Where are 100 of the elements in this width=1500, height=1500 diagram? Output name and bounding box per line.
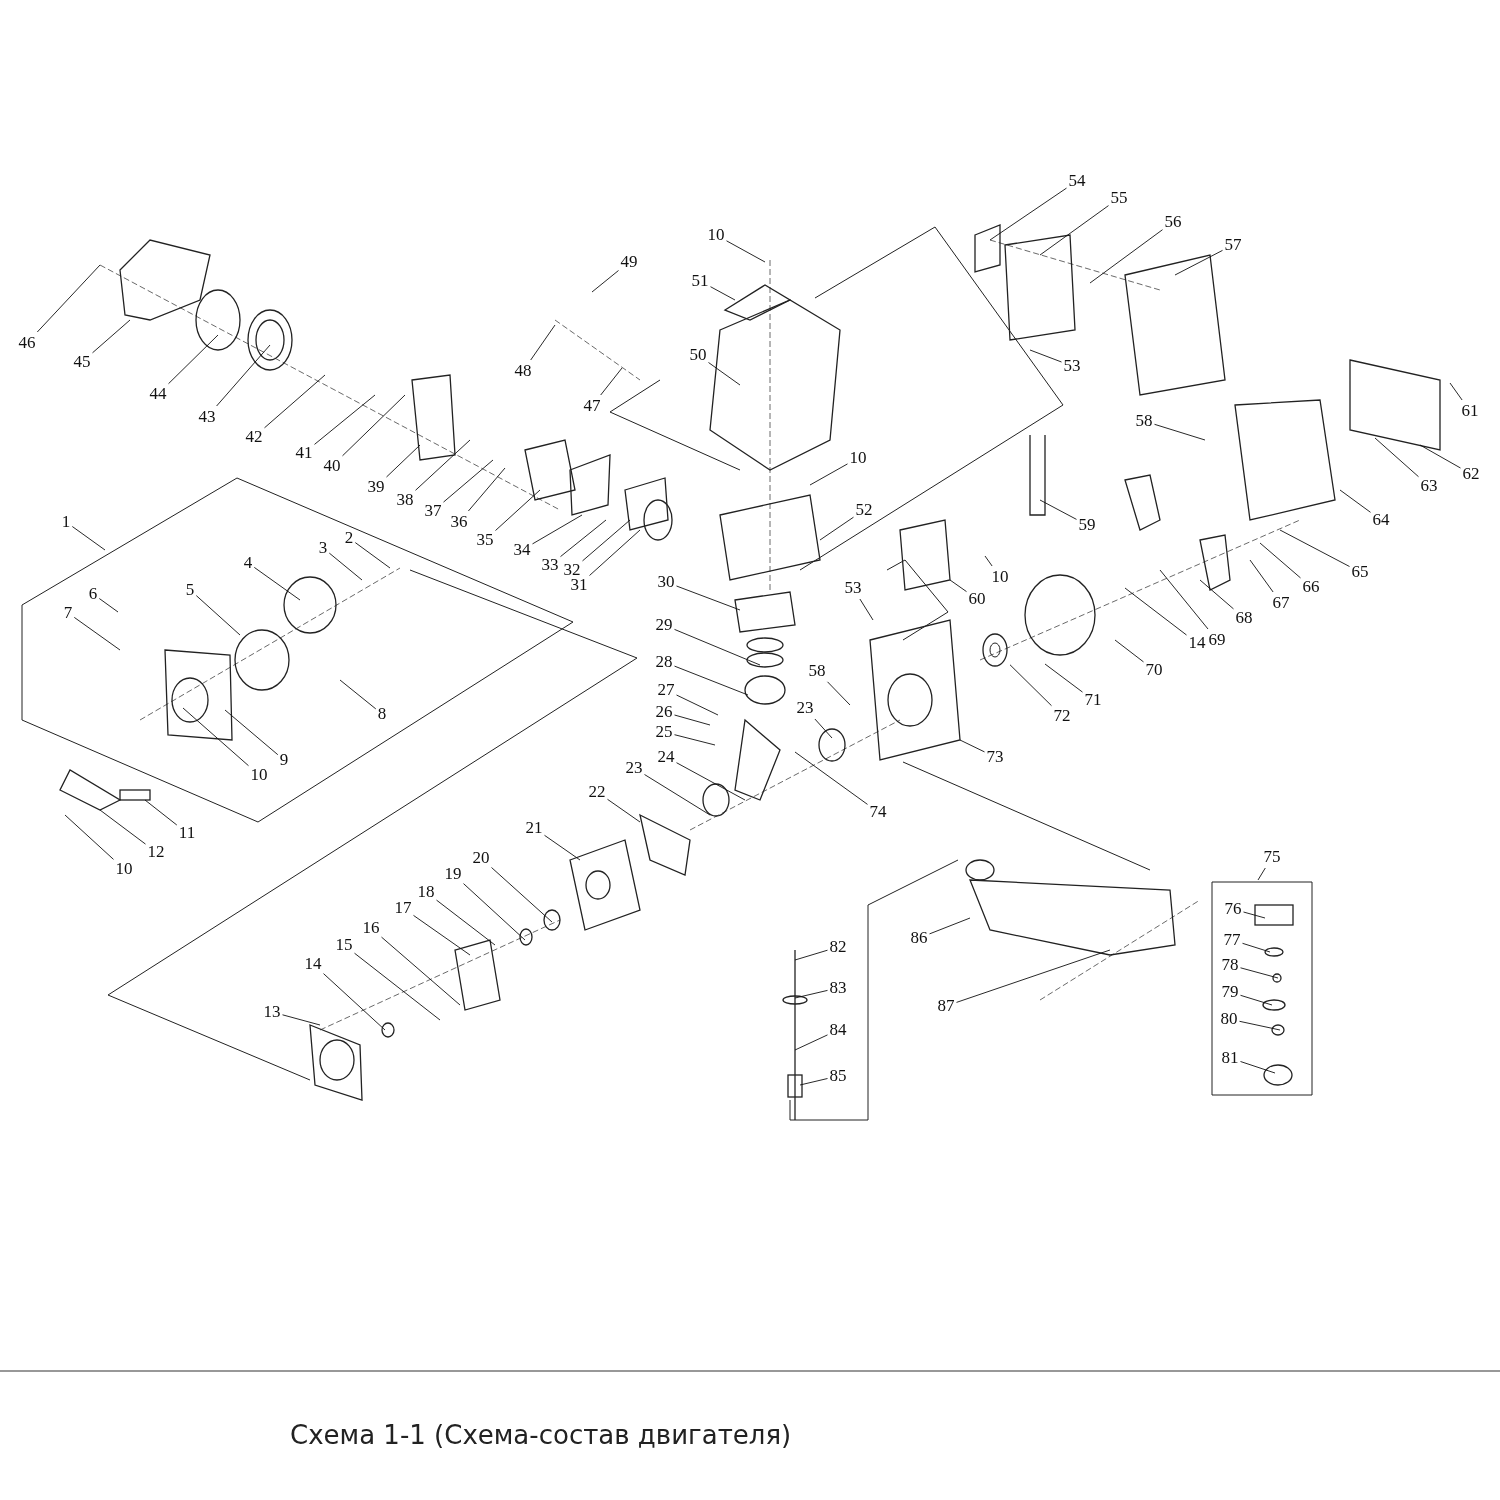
leader-line <box>956 949 1111 1003</box>
callout-number: 70 <box>1145 661 1163 679</box>
leader-line <box>314 394 376 445</box>
callout-number: 23 <box>796 699 814 717</box>
leader-line <box>495 489 541 531</box>
leader-line <box>1199 579 1234 610</box>
callout-number: 28 <box>655 653 673 671</box>
callout-number: 74 <box>869 803 887 821</box>
callout-number: 67 <box>1272 594 1290 612</box>
callout-number: 31 <box>570 576 588 594</box>
callout-number: 3 <box>318 539 328 557</box>
callout-number: 23 <box>625 759 643 777</box>
callout-number: 58 <box>1135 412 1153 430</box>
leader-line <box>794 751 868 805</box>
leader-line <box>144 799 178 826</box>
callout-number: 65 <box>1351 563 1369 581</box>
callout-number: 75 <box>1263 848 1281 866</box>
callout-number: 25 <box>655 723 673 741</box>
callout-number: 10 <box>991 568 1009 586</box>
callout-number: 57 <box>1224 236 1242 254</box>
leader-line <box>1374 437 1419 478</box>
callout-number: 56 <box>1164 213 1182 231</box>
leader-line <box>794 949 828 961</box>
callout-number: 17 <box>394 899 412 917</box>
leader-line <box>949 579 967 593</box>
leader-line <box>386 444 421 478</box>
leader-line <box>859 598 874 621</box>
leader-line <box>71 526 106 551</box>
leader-line <box>644 774 711 816</box>
leader-line <box>342 394 406 457</box>
leader-line <box>1124 587 1187 636</box>
callout-number: 4 <box>243 554 253 572</box>
leader-line <box>1240 1061 1276 1074</box>
callout-number: 64 <box>1372 511 1390 529</box>
callout-number: 19 <box>444 865 462 883</box>
callout-number: 51 <box>691 272 709 290</box>
callout-number: 12 <box>147 843 165 861</box>
leader-line <box>809 463 848 486</box>
leader-line <box>1009 664 1052 707</box>
leader-line <box>64 814 114 860</box>
leader-line <box>726 240 766 263</box>
leader-line <box>959 739 985 753</box>
callout-number: 87 <box>937 997 955 1015</box>
leader-line <box>1154 423 1206 441</box>
callout-number: 33 <box>541 556 559 574</box>
leader-line <box>984 555 993 567</box>
callout-number: 52 <box>855 501 873 519</box>
callout-number: 82 <box>829 938 847 956</box>
callout-number: 80 <box>1220 1010 1238 1028</box>
callout-number: 78 <box>1221 956 1239 974</box>
callout-number: 37 <box>424 502 442 520</box>
callout-number: 59 <box>1078 516 1096 534</box>
leader-line <box>1044 663 1083 693</box>
leader-line <box>1249 559 1274 593</box>
callout-number: 10 <box>707 226 725 244</box>
leader-line <box>491 867 553 923</box>
leader-line <box>560 519 607 558</box>
callout-number: 47 <box>583 397 601 415</box>
leader-line <box>674 628 761 666</box>
callout-number: 54 <box>1068 172 1086 190</box>
callout-number: 29 <box>655 616 673 634</box>
callout-number: 18 <box>417 883 435 901</box>
callout-number: 85 <box>829 1067 847 1085</box>
leader-line <box>1339 489 1371 513</box>
leader-line <box>1159 569 1209 630</box>
callout-number: 6 <box>88 585 98 603</box>
leader-line <box>92 319 131 354</box>
leader-line <box>1240 967 1279 979</box>
leader-line <box>253 566 301 601</box>
leader-line <box>676 585 741 611</box>
bearing-ring <box>982 633 1008 667</box>
leader-line <box>413 914 471 956</box>
callout-number: 14 <box>304 955 322 973</box>
leader-line <box>328 552 363 581</box>
leader-line <box>710 286 736 301</box>
callout-number: 77 <box>1223 931 1241 949</box>
callout-number: 43 <box>198 408 216 426</box>
callout-number: 5 <box>185 581 195 599</box>
leader-line <box>929 917 971 935</box>
leader-line <box>381 936 461 1006</box>
callout-number: 69 <box>1208 631 1226 649</box>
leader-line <box>354 952 441 1021</box>
leader-line <box>182 707 249 767</box>
leader-line <box>799 1078 828 1086</box>
callout-number: 35 <box>476 531 494 549</box>
leader-line <box>532 514 583 545</box>
callout-number: 48 <box>514 362 532 380</box>
callout-number: 49 <box>620 253 638 271</box>
leader-line <box>989 187 1067 241</box>
callout-number: 63 <box>1420 477 1438 495</box>
callout-number: 60 <box>968 590 986 608</box>
leader-line <box>354 542 391 569</box>
leader-line <box>674 665 749 696</box>
leader-line <box>436 899 496 946</box>
callout-number: 24 <box>657 748 675 766</box>
leader-line <box>36 264 101 333</box>
leader-line <box>582 519 631 562</box>
callout-number: 16 <box>362 919 380 937</box>
leader-line <box>224 709 279 756</box>
leader-line <box>674 714 711 726</box>
